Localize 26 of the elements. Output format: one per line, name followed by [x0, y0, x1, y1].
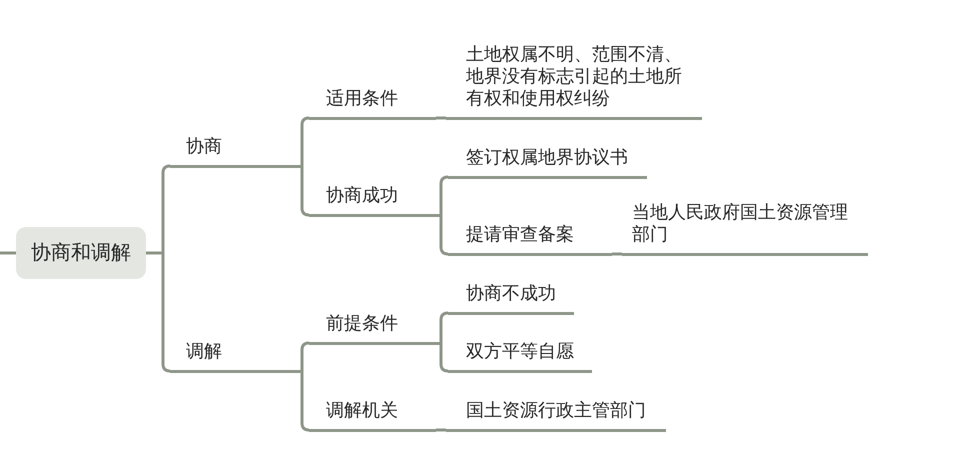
branch-line — [300, 370, 310, 432]
branch-topic: 当地人民政府国土资源管理部门 — [622, 200, 868, 256]
branch-line — [300, 116, 310, 168]
branch-topic: 协商 — [170, 134, 302, 168]
branch-line — [300, 164, 310, 216]
branch-line — [0, 252, 16, 254]
branch-topic: 适用条件 — [309, 86, 436, 120]
branch-line — [612, 252, 622, 256]
branch-topic: 双方平等自愿 — [448, 340, 592, 372]
branch-line — [300, 342, 310, 372]
branch-line — [436, 116, 446, 120]
branch-line — [440, 176, 448, 216]
branch-topic: 调解机关 — [309, 398, 436, 432]
branch-line — [440, 214, 448, 256]
branch-topic: 签订权属地界协议书 — [448, 146, 647, 178]
branch-line — [436, 428, 446, 432]
branch-topic: 协商不成功 — [448, 282, 574, 314]
branch-topic: 提请审查备案 — [448, 222, 612, 256]
topic-box: 协商和调解 — [16, 227, 146, 279]
branch-line — [440, 342, 448, 372]
branch-topic: 前提条件 — [309, 312, 441, 344]
branch-line — [440, 312, 448, 344]
branch-topic: 协商成功 — [309, 184, 441, 216]
branch-topic: 调解 — [170, 340, 302, 372]
branch-topic: 土地权属不明、范围不清、地界没有标志引起的土地所有权和使用权纠纷 — [446, 42, 702, 120]
branch-topic: 国土资源行政主管部门 — [446, 398, 666, 432]
